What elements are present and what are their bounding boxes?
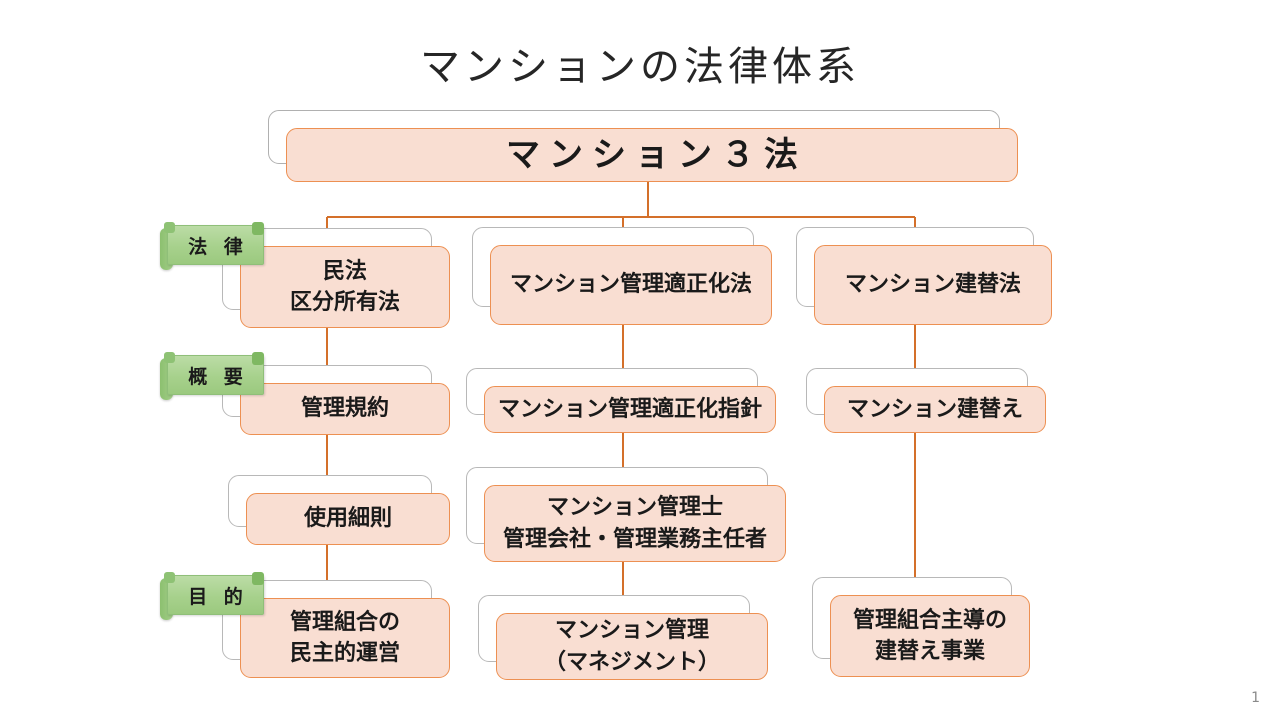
node-mansion-kanri[interactable]: マンション管理 （マネジメント） xyxy=(478,595,768,680)
row-label-law: 法 律 xyxy=(160,222,264,270)
banner-flag: 目 的 xyxy=(167,575,264,615)
banner-tab-icon xyxy=(252,222,264,235)
node-line: マンション建替法 xyxy=(844,272,1021,298)
banner-nub-icon xyxy=(164,352,175,363)
node-line: 管理組合の xyxy=(289,609,400,635)
card-front: 管理組合の 民主的運営 xyxy=(240,598,450,678)
banner-flag: 概 要 xyxy=(167,355,264,395)
node-line: マンション管理適正化法 xyxy=(509,272,752,298)
node-line: 民主的運営 xyxy=(289,641,400,666)
node-tatekae-jigyo[interactable]: 管理組合主導の 建替え事業 xyxy=(812,577,1030,677)
node-tekiseika-ho[interactable]: マンション管理適正化法 xyxy=(472,227,772,325)
node-line: 管理規約 xyxy=(300,396,389,422)
card-front: マンション建替法 xyxy=(814,245,1052,325)
card-front: マンション管理適正化法 xyxy=(490,245,772,325)
row-label-purpose: 目 的 xyxy=(160,572,264,620)
banner-flag: 法 律 xyxy=(167,225,264,265)
node-minshuteki-unei[interactable]: 管理組合の 民主的運営 xyxy=(222,580,450,678)
node-line: 建替え事業 xyxy=(874,639,985,664)
card-front: 管理規約 xyxy=(240,383,450,435)
node-line: マンション管理適正化指針 xyxy=(497,396,762,422)
card-front: マンション管理 （マネジメント） xyxy=(496,613,768,680)
node-line: マンション管理士 xyxy=(546,495,723,521)
card-front: 民法 区分所有法 xyxy=(240,246,450,328)
card-front: 使用細則 xyxy=(246,493,450,545)
node-line: 使用細則 xyxy=(303,506,392,532)
card-front: マンション３法 xyxy=(286,128,1018,182)
node-minpo-kubun[interactable]: 民法 区分所有法 xyxy=(222,228,450,328)
page-number: 1 xyxy=(1251,690,1260,706)
row-label-outline: 概 要 xyxy=(160,352,264,400)
node-line: 民法 xyxy=(322,258,367,284)
node-kanrishi-kaisha[interactable]: マンション管理士 管理会社・管理業務主任者 xyxy=(466,467,786,562)
node-shiyou-saisoku[interactable]: 使用細則 xyxy=(228,475,450,545)
card-front: マンション管理士 管理会社・管理業務主任者 xyxy=(484,485,786,562)
node-tatekae-ho[interactable]: マンション建替法 xyxy=(796,227,1052,325)
page-title: マンションの法律体系 xyxy=(420,44,860,90)
banner-tab-icon xyxy=(252,572,264,585)
node-line: （マネジメント） xyxy=(543,649,720,675)
banner-nub-icon xyxy=(164,222,175,233)
node-line: マンション管理 xyxy=(554,618,709,644)
node-line: マンション建替え xyxy=(846,396,1023,422)
row-label-text: 法 律 xyxy=(188,235,248,258)
node-mansion-3-ho[interactable]: マンション３法 xyxy=(268,110,1018,182)
card-front: マンション建替え xyxy=(824,386,1046,433)
node-line: 管理組合主導の xyxy=(852,607,1007,633)
row-label-text: 概 要 xyxy=(188,365,248,388)
card-front: 管理組合主導の 建替え事業 xyxy=(830,595,1030,677)
row-label-text: 目 的 xyxy=(188,585,248,608)
card-front: マンション管理適正化指針 xyxy=(484,386,776,433)
node-line: 管理会社・管理業務主任者 xyxy=(502,526,767,552)
node-tatekae[interactable]: マンション建替え xyxy=(806,368,1046,433)
node-tekiseika-shishin[interactable]: マンション管理適正化指針 xyxy=(466,368,776,433)
banner-tab-icon xyxy=(252,352,264,365)
banner-nub-icon xyxy=(164,572,175,583)
node-line: 区分所有法 xyxy=(289,290,400,315)
node-line: マンション３法 xyxy=(506,134,807,175)
